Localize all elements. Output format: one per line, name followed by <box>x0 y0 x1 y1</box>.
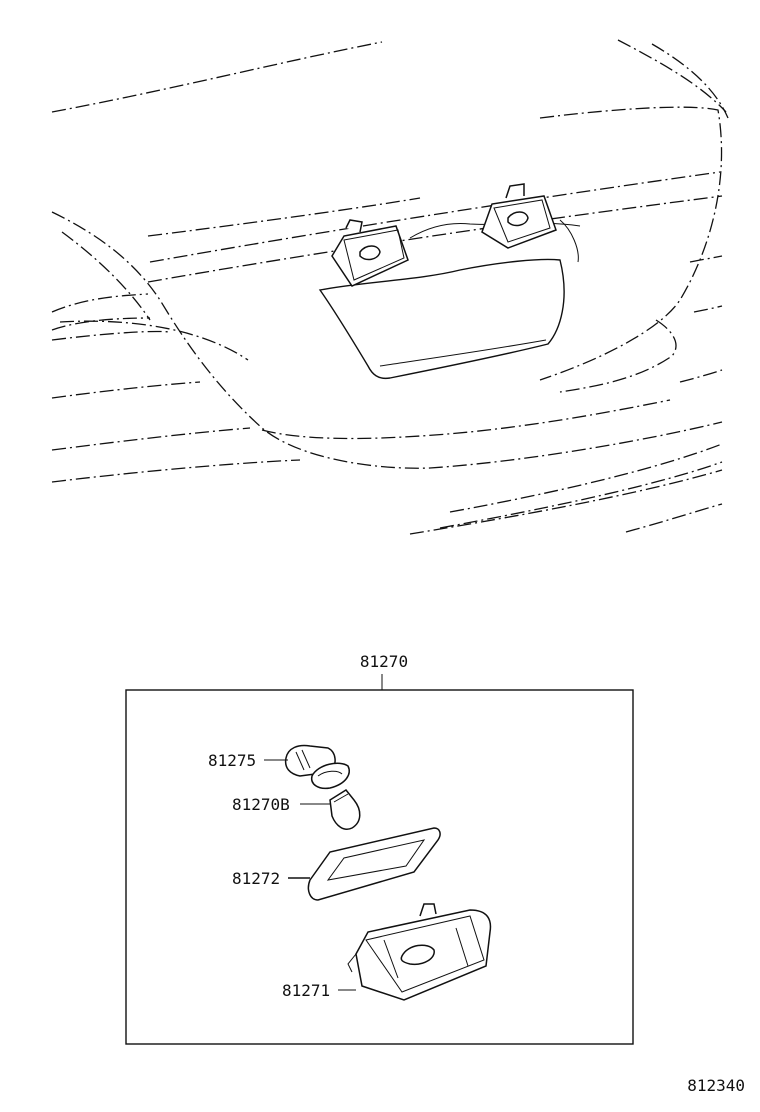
vehicle-rear-view <box>51 39 729 535</box>
installed-lamp-right <box>481 183 557 249</box>
bulb-label: 81270B <box>232 795 290 814</box>
lens-housing-label: 81271 <box>282 981 330 1000</box>
figure-number: 812340 <box>687 1076 745 1095</box>
lens-housing-part <box>347 903 492 1001</box>
bulb-part <box>329 789 361 830</box>
assembly-box <box>125 689 634 1045</box>
assembly-label: 81270 <box>360 652 408 671</box>
gasket-part <box>307 827 441 901</box>
socket-part <box>284 744 350 790</box>
socket-label: 81275 <box>208 751 256 770</box>
gasket-label: 81272 <box>232 869 280 888</box>
installed-lamp-left <box>331 219 409 287</box>
